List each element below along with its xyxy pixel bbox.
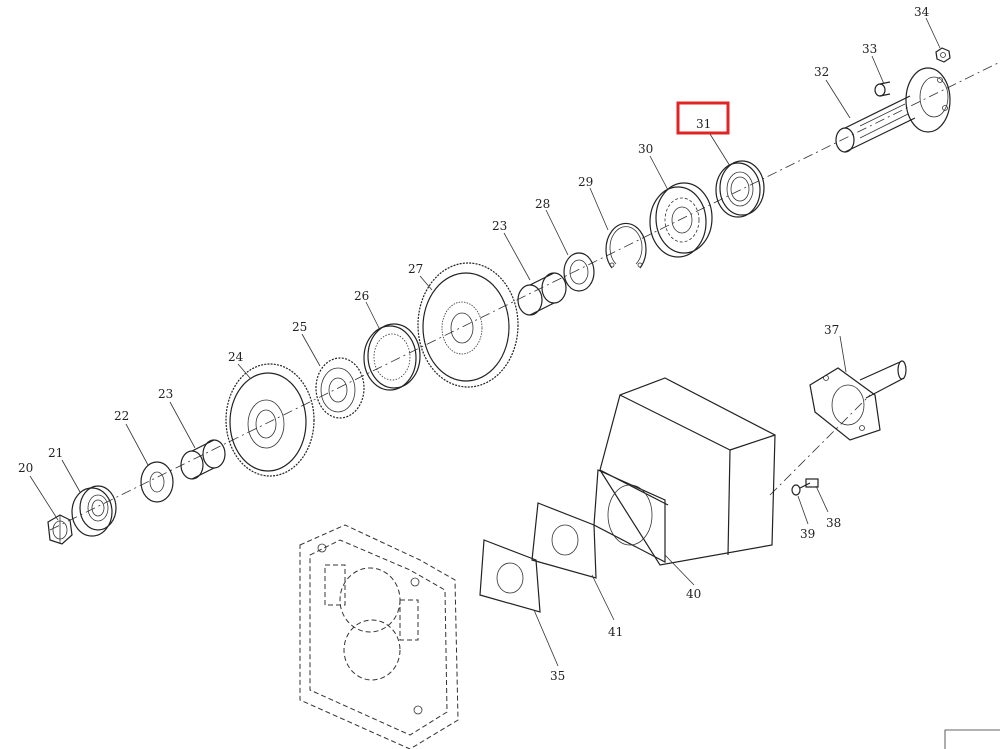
callout-31: 31 — [696, 117, 711, 131]
part-26-ring — [363, 323, 421, 391]
part-31-seal — [715, 160, 765, 218]
callout-23-lower: 23 — [158, 387, 173, 401]
callout-40: 40 — [686, 587, 701, 601]
part-32-shaft — [835, 67, 951, 153]
callout-24: 24 — [228, 350, 244, 364]
callout-26: 26 — [354, 289, 369, 303]
part-35-plate — [479, 539, 541, 613]
callout-37: 37 — [824, 323, 839, 337]
part-21-bearing — [71, 485, 117, 537]
callout-38: 38 — [826, 516, 841, 530]
part-40-housing — [593, 377, 776, 566]
callout-39: 39 — [800, 527, 815, 541]
part-20-nut — [47, 514, 73, 545]
gearbox-housing-plate — [299, 524, 459, 749]
callout-34: 34 — [914, 5, 930, 19]
callout-41: 41 — [608, 625, 623, 639]
callout-25: 25 — [292, 320, 307, 334]
part-30-bearing — [649, 182, 713, 258]
part-41-plate — [531, 502, 597, 579]
callout-28: 28 — [535, 197, 550, 211]
part-38-bolt — [799, 478, 819, 489]
callout-29: 29 — [578, 175, 593, 189]
part-33-bolt — [874, 81, 891, 97]
part-34-nut — [935, 47, 951, 63]
callout-22: 22 — [114, 409, 129, 423]
part-23-bushing-b — [517, 272, 567, 316]
housing-axis — [769, 394, 871, 496]
leader-lines — [29, 17, 941, 667]
shaft-axis — [49, 61, 1000, 531]
part-24-gear — [225, 363, 315, 477]
part-25-gear — [315, 357, 365, 419]
part-37-flange — [809, 360, 907, 441]
part-23-bushing-a — [180, 439, 226, 480]
callout-27: 27 — [408, 262, 423, 276]
callout-20: 20 — [18, 461, 33, 475]
callout-35: 35 — [550, 669, 565, 683]
part-27-gear — [417, 262, 519, 388]
part-28-spacer — [563, 252, 595, 292]
part-39-washer — [791, 484, 801, 496]
part-29-snap-ring — [605, 222, 647, 269]
callout-23-upper: 23 — [492, 219, 507, 233]
callout-32: 32 — [814, 65, 829, 79]
frame-corner — [944, 729, 1000, 749]
part-22-washer — [140, 461, 174, 503]
callout-33: 33 — [862, 42, 877, 56]
highlight-box-31 — [676, 101, 730, 135]
callout-21: 21 — [48, 446, 63, 460]
callout-30: 30 — [638, 142, 653, 156]
